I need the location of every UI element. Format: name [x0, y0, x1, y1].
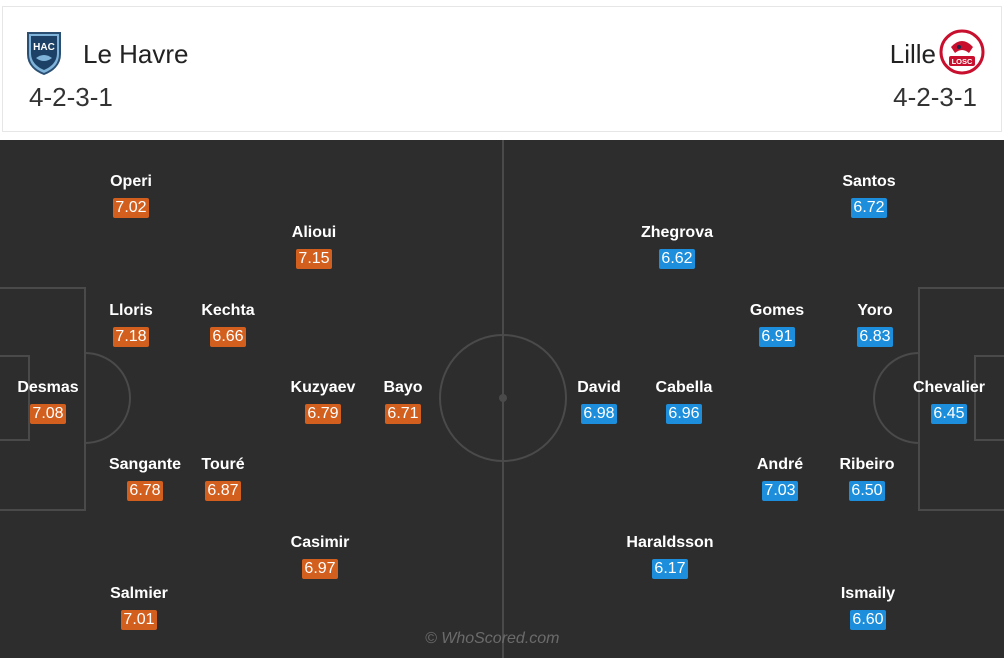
player-card[interactable]: Touré 6.87: [173, 455, 273, 501]
player-name: Gomes: [749, 302, 805, 319]
player-rating: 7.03: [762, 481, 798, 501]
player-rating: 6.87: [205, 481, 241, 501]
player-rating: 6.71: [385, 404, 421, 424]
player-rating: 6.17: [652, 559, 688, 579]
player-rating: 6.79: [305, 404, 341, 424]
player-rating: 6.96: [666, 404, 702, 424]
player-card[interactable]: Alioui 7.15: [264, 223, 364, 269]
le-havre-badge-icon: HAC: [25, 30, 63, 76]
player-rating: 6.98: [581, 404, 617, 424]
player-name: Alioui: [291, 224, 337, 241]
player-card[interactable]: Zhegrova 6.62: [627, 223, 727, 269]
player-card[interactable]: Cabella 6.96: [634, 378, 734, 424]
player-card[interactable]: Haraldsson 6.17: [620, 533, 720, 579]
player-name: Kuzyaev: [290, 379, 356, 396]
player-card[interactable]: Yoro 6.83: [825, 301, 925, 347]
player-rating: 7.08: [30, 404, 66, 424]
player-name: Desmas: [17, 379, 79, 396]
player-name: Santos: [842, 173, 896, 190]
player-rating: 7.02: [113, 198, 149, 218]
away-formation: 4-2-3-1: [893, 82, 977, 112]
player-rating: 7.18: [113, 327, 149, 347]
player-rating: 6.60: [850, 610, 886, 630]
home-formation: 4-2-3-1: [29, 82, 113, 112]
away-team-name[interactable]: Lille: [889, 39, 936, 69]
player-card[interactable]: Kuzyaev 6.79: [273, 378, 373, 424]
player-rating: 6.97: [302, 559, 338, 579]
player-rating: 7.01: [121, 610, 157, 630]
player-name: Sangante: [108, 456, 181, 473]
player-card[interactable]: David 6.98: [549, 378, 649, 424]
player-card[interactable]: Casimir 6.97: [270, 533, 370, 579]
player-rating: 6.45: [931, 404, 967, 424]
pitch: Desmas 7.08 Operi 7.02 Lloris 7.18 Sanga…: [0, 140, 1004, 658]
player-card[interactable]: Kechta 6.66: [178, 301, 278, 347]
player-card[interactable]: Lloris 7.18: [81, 301, 181, 347]
player-rating: 7.15: [296, 249, 332, 269]
pitch-markings: [0, 140, 1004, 658]
player-name: Lloris: [109, 302, 153, 319]
player-card[interactable]: Chevalier 6.45: [899, 378, 999, 424]
player-rating: 6.91: [759, 327, 795, 347]
player-card[interactable]: Salmier 7.01: [89, 584, 189, 630]
player-card[interactable]: Gomes 6.91: [727, 301, 827, 347]
player-name: David: [577, 379, 621, 396]
player-name: Yoro: [857, 302, 893, 319]
player-rating: 6.78: [127, 481, 163, 501]
player-card[interactable]: Ribeiro 6.50: [817, 455, 917, 501]
player-rating: 6.66: [210, 327, 246, 347]
player-name: Touré: [201, 456, 245, 473]
player-card[interactable]: Ismaily 6.60: [818, 584, 918, 630]
player-name: André: [756, 456, 804, 473]
player-card[interactable]: Bayo 6.71: [353, 378, 453, 424]
player-name: Operi: [110, 173, 152, 190]
player-rating: 6.50: [849, 481, 885, 501]
player-card[interactable]: Santos 6.72: [819, 172, 919, 218]
svg-text:LOSC: LOSC: [952, 57, 973, 66]
player-rating: 6.72: [851, 198, 887, 218]
player-name: Kechta: [201, 302, 255, 319]
player-name: Salmier: [110, 585, 168, 602]
player-rating: 6.83: [857, 327, 893, 347]
player-name: Chevalier: [912, 379, 986, 396]
player-name: Haraldsson: [626, 534, 714, 551]
whoscored-watermark: © WhoScored.com: [425, 630, 560, 647]
svg-text:HAC: HAC: [33, 42, 55, 53]
player-card[interactable]: André 7.03: [730, 455, 830, 501]
player-rating: 6.62: [659, 249, 695, 269]
match-header: HAC Le Havre 4-2-3-1 Lille 4-2-3-1 LOSC: [2, 6, 1002, 132]
player-name: Zhegrova: [640, 224, 713, 241]
player-card[interactable]: Desmas 7.08: [0, 378, 98, 424]
home-team-name[interactable]: Le Havre: [83, 39, 189, 69]
player-name: Ismaily: [840, 585, 896, 602]
player-card[interactable]: Sangante 6.78: [95, 455, 195, 501]
player-name: Bayo: [383, 379, 423, 396]
player-name: Ribeiro: [839, 456, 895, 473]
lille-badge-icon: LOSC: [939, 29, 985, 75]
player-card[interactable]: Operi 7.02: [81, 172, 181, 218]
player-name: Cabella: [655, 379, 713, 396]
player-name: Casimir: [290, 534, 350, 551]
